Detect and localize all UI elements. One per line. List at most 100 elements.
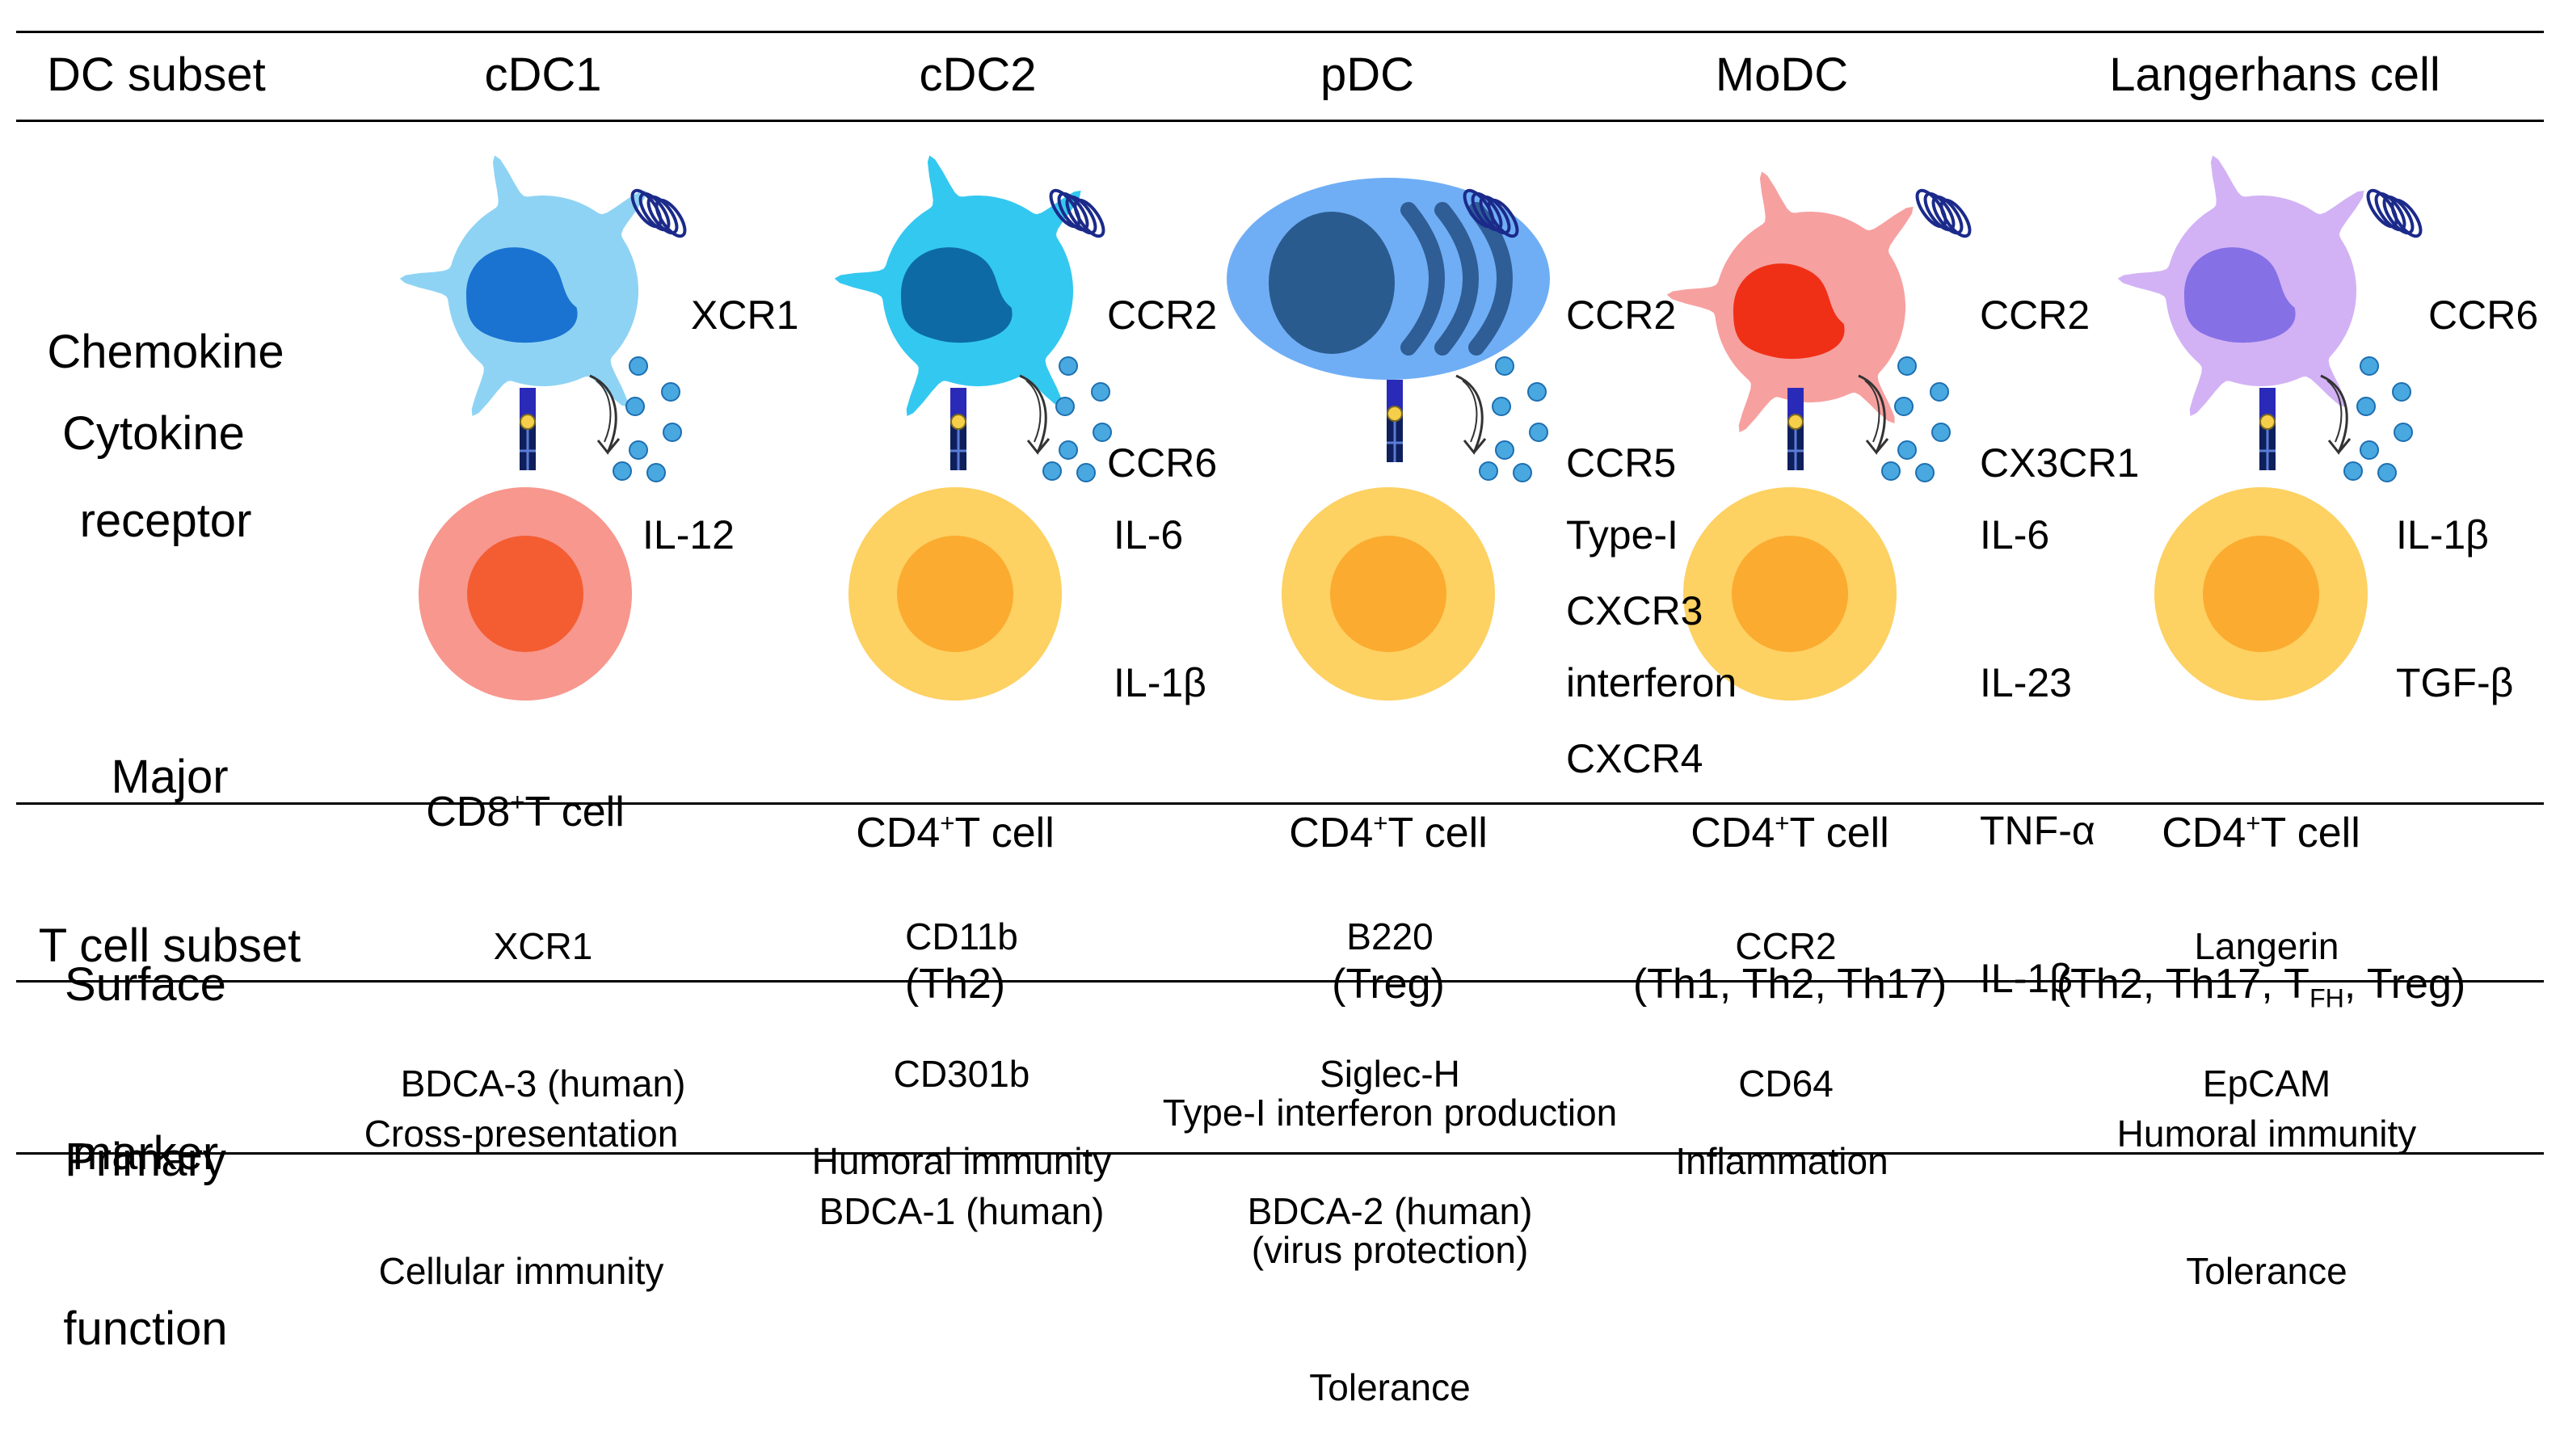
tcell-cdc1: CD8+T cell <box>426 707 625 875</box>
secretion-arrow <box>1019 374 1051 455</box>
cytokine-il6: IL-6 <box>1114 512 1184 558</box>
cytokine-dot <box>1495 356 1514 376</box>
cytokine-dot <box>1915 463 1935 482</box>
mhc-molecule <box>1787 388 1804 422</box>
surface-line: CD11b <box>905 915 1018 958</box>
cytokine-dot <box>2360 440 2379 460</box>
receptor-icon-pdc <box>1463 188 1519 238</box>
function-line: Tolerance <box>2186 1249 2347 1292</box>
endoplasmic-reticulum <box>1400 202 1445 356</box>
immune-synapse-cdc1 <box>520 388 536 470</box>
cytokine-secretion-langerhans-cell <box>2320 356 2413 482</box>
dc-nucleus-cdc1 <box>466 247 578 343</box>
cytokine-il23: IL-23 <box>1980 660 2072 705</box>
cytokines-pdc: Type-I interferon <box>1566 412 1737 757</box>
surface-line: EpCAM <box>2202 1062 2331 1105</box>
receptor-cx3cr1: CX3CR1 <box>1980 440 2140 486</box>
cytokine-type-i: Type-I <box>1566 512 1678 558</box>
receptor-ccr5: CCR5 <box>1566 440 1677 486</box>
cytokine-dot <box>1479 461 1498 481</box>
antigen-peptide <box>950 414 966 430</box>
surface-line: XCR1 <box>493 925 593 968</box>
cytokine-il1b: IL-1β <box>1980 956 2073 1001</box>
function-line: (virus protection) <box>1251 1228 1529 1271</box>
secretion-arrow <box>1858 374 1889 455</box>
label-cytokine: Cytokine <box>62 407 245 460</box>
cytokine-tnfa: TNF-α <box>1980 808 2095 853</box>
tcell-pdc-name: CD4+T cell <box>1289 809 1488 856</box>
tcell-cdc2: CD4+T cell (Th2) <box>856 707 1055 1060</box>
cytokine-il6: IL-6 <box>1980 512 2050 558</box>
receptor-coil <box>1939 198 1972 238</box>
label-surface-marker: Surface marker <box>32 844 259 1238</box>
mhc-molecule <box>2259 388 2276 422</box>
secretion-arrow <box>2326 380 2343 443</box>
cytokine-dot <box>1059 356 1078 376</box>
receptor-coil <box>1479 195 1511 235</box>
tcell-nucleus-cdc2 <box>897 536 1013 652</box>
header-modc: MoDC <box>1715 48 1849 101</box>
receptor-coil <box>646 195 679 235</box>
top-rule <box>16 31 2544 33</box>
receptor-coil <box>1487 198 1519 238</box>
cytokine-dot <box>1055 397 1075 416</box>
cytokines-cdc1: IL-12 <box>642 412 735 609</box>
cytokine-dot <box>1513 463 1532 482</box>
label-tcell-line1: Major <box>111 751 229 804</box>
cytokines-modc: IL-6 IL-23 TNF-α IL-1β <box>1980 412 2095 1053</box>
antigen-peptide <box>520 414 536 430</box>
cytokine-dot <box>1897 440 1917 460</box>
surface-line: B220 <box>1346 915 1434 958</box>
dc-nucleus-cdc2 <box>901 247 1013 343</box>
surface-cdc1: XCR1 BDCA-3 (human) <box>401 832 686 1152</box>
cytokine-dot <box>629 440 648 460</box>
cytokine-dot <box>2360 356 2379 376</box>
cytokine-dot <box>1881 461 1901 481</box>
cytokine-dot <box>2394 423 2413 442</box>
cytokine-dot <box>1091 382 1110 402</box>
receptor-icon-cdc1 <box>630 188 687 238</box>
label-function-line1: Primary <box>65 1134 226 1187</box>
dc-nucleus-langerhans-cell <box>2184 247 2296 343</box>
cell-illustrations <box>399 155 2423 701</box>
tcell-nucleus-cdc1 <box>467 536 583 652</box>
tcell-langerhans-detail: (Th2, Th17, TFH, Treg) <box>2056 960 2466 1013</box>
tcell-langerhans: CD4+T cell (Th2, Th17, TFH, Treg) <box>2057 707 2465 1060</box>
tcell-nucleus-pdc <box>1330 536 1446 652</box>
function-line: Humoral immunity <box>811 1140 1112 1183</box>
tcell-nucleus-modc <box>1732 536 1848 652</box>
secretion-arrow <box>1864 380 1880 443</box>
tcell-cdc1-name: CD8+T cell <box>426 788 625 835</box>
label-surface-line1: Surface <box>65 958 226 1012</box>
cytokine-dot <box>1495 440 1514 460</box>
receptor-ccr2: CCR2 <box>1566 292 1677 338</box>
secretion-arrow <box>589 374 621 455</box>
receptor-coil <box>1065 195 1097 235</box>
receptor-icon-cdc2 <box>1049 188 1105 238</box>
header-dc-subset: DC subset <box>47 48 266 101</box>
bottom-rule <box>16 1152 2544 1155</box>
cytokine-dot <box>1931 423 1951 442</box>
function-line: Type-I interferon production <box>1162 1092 1618 1134</box>
surface-modc: CCR2 CD64 <box>1735 832 1836 1152</box>
antigen-peptide <box>1387 406 1403 422</box>
immune-synapse-pdc <box>1387 380 1403 462</box>
cytokine-secretion-pdc <box>1455 356 1548 482</box>
receptor-icon-modc <box>1915 188 1972 238</box>
cytokine-dot <box>1492 397 1511 416</box>
label-chemokine-receptor: Chemokine receptor <box>32 212 299 605</box>
secretion-arrow <box>1455 374 1487 455</box>
cytokine-dot <box>2356 397 2376 416</box>
header-langerhans: Langerhans cell <box>2109 48 2440 101</box>
tcell-pdc-detail: (Treg) <box>1332 960 1445 1008</box>
function-cdc1: Cross-presentation Cellular immunity <box>364 1020 679 1340</box>
function-langerhans: Humoral immunity Tolerance <box>2117 1020 2417 1340</box>
cytokine-il1b: IL-1β <box>1114 660 1206 705</box>
tcell-modc-detail: (Th1, Th2, Th17) <box>1632 960 1947 1008</box>
header-cdc2: cDC2 <box>919 48 1037 101</box>
tcell-cdc2-name: CD4+T cell <box>856 809 1055 856</box>
cytokine-dot <box>613 461 632 481</box>
surface-line: Langerin <box>2194 925 2339 968</box>
secretion-arrow <box>1462 380 1478 443</box>
receptor-ccr6: CCR6 <box>2428 292 2539 338</box>
